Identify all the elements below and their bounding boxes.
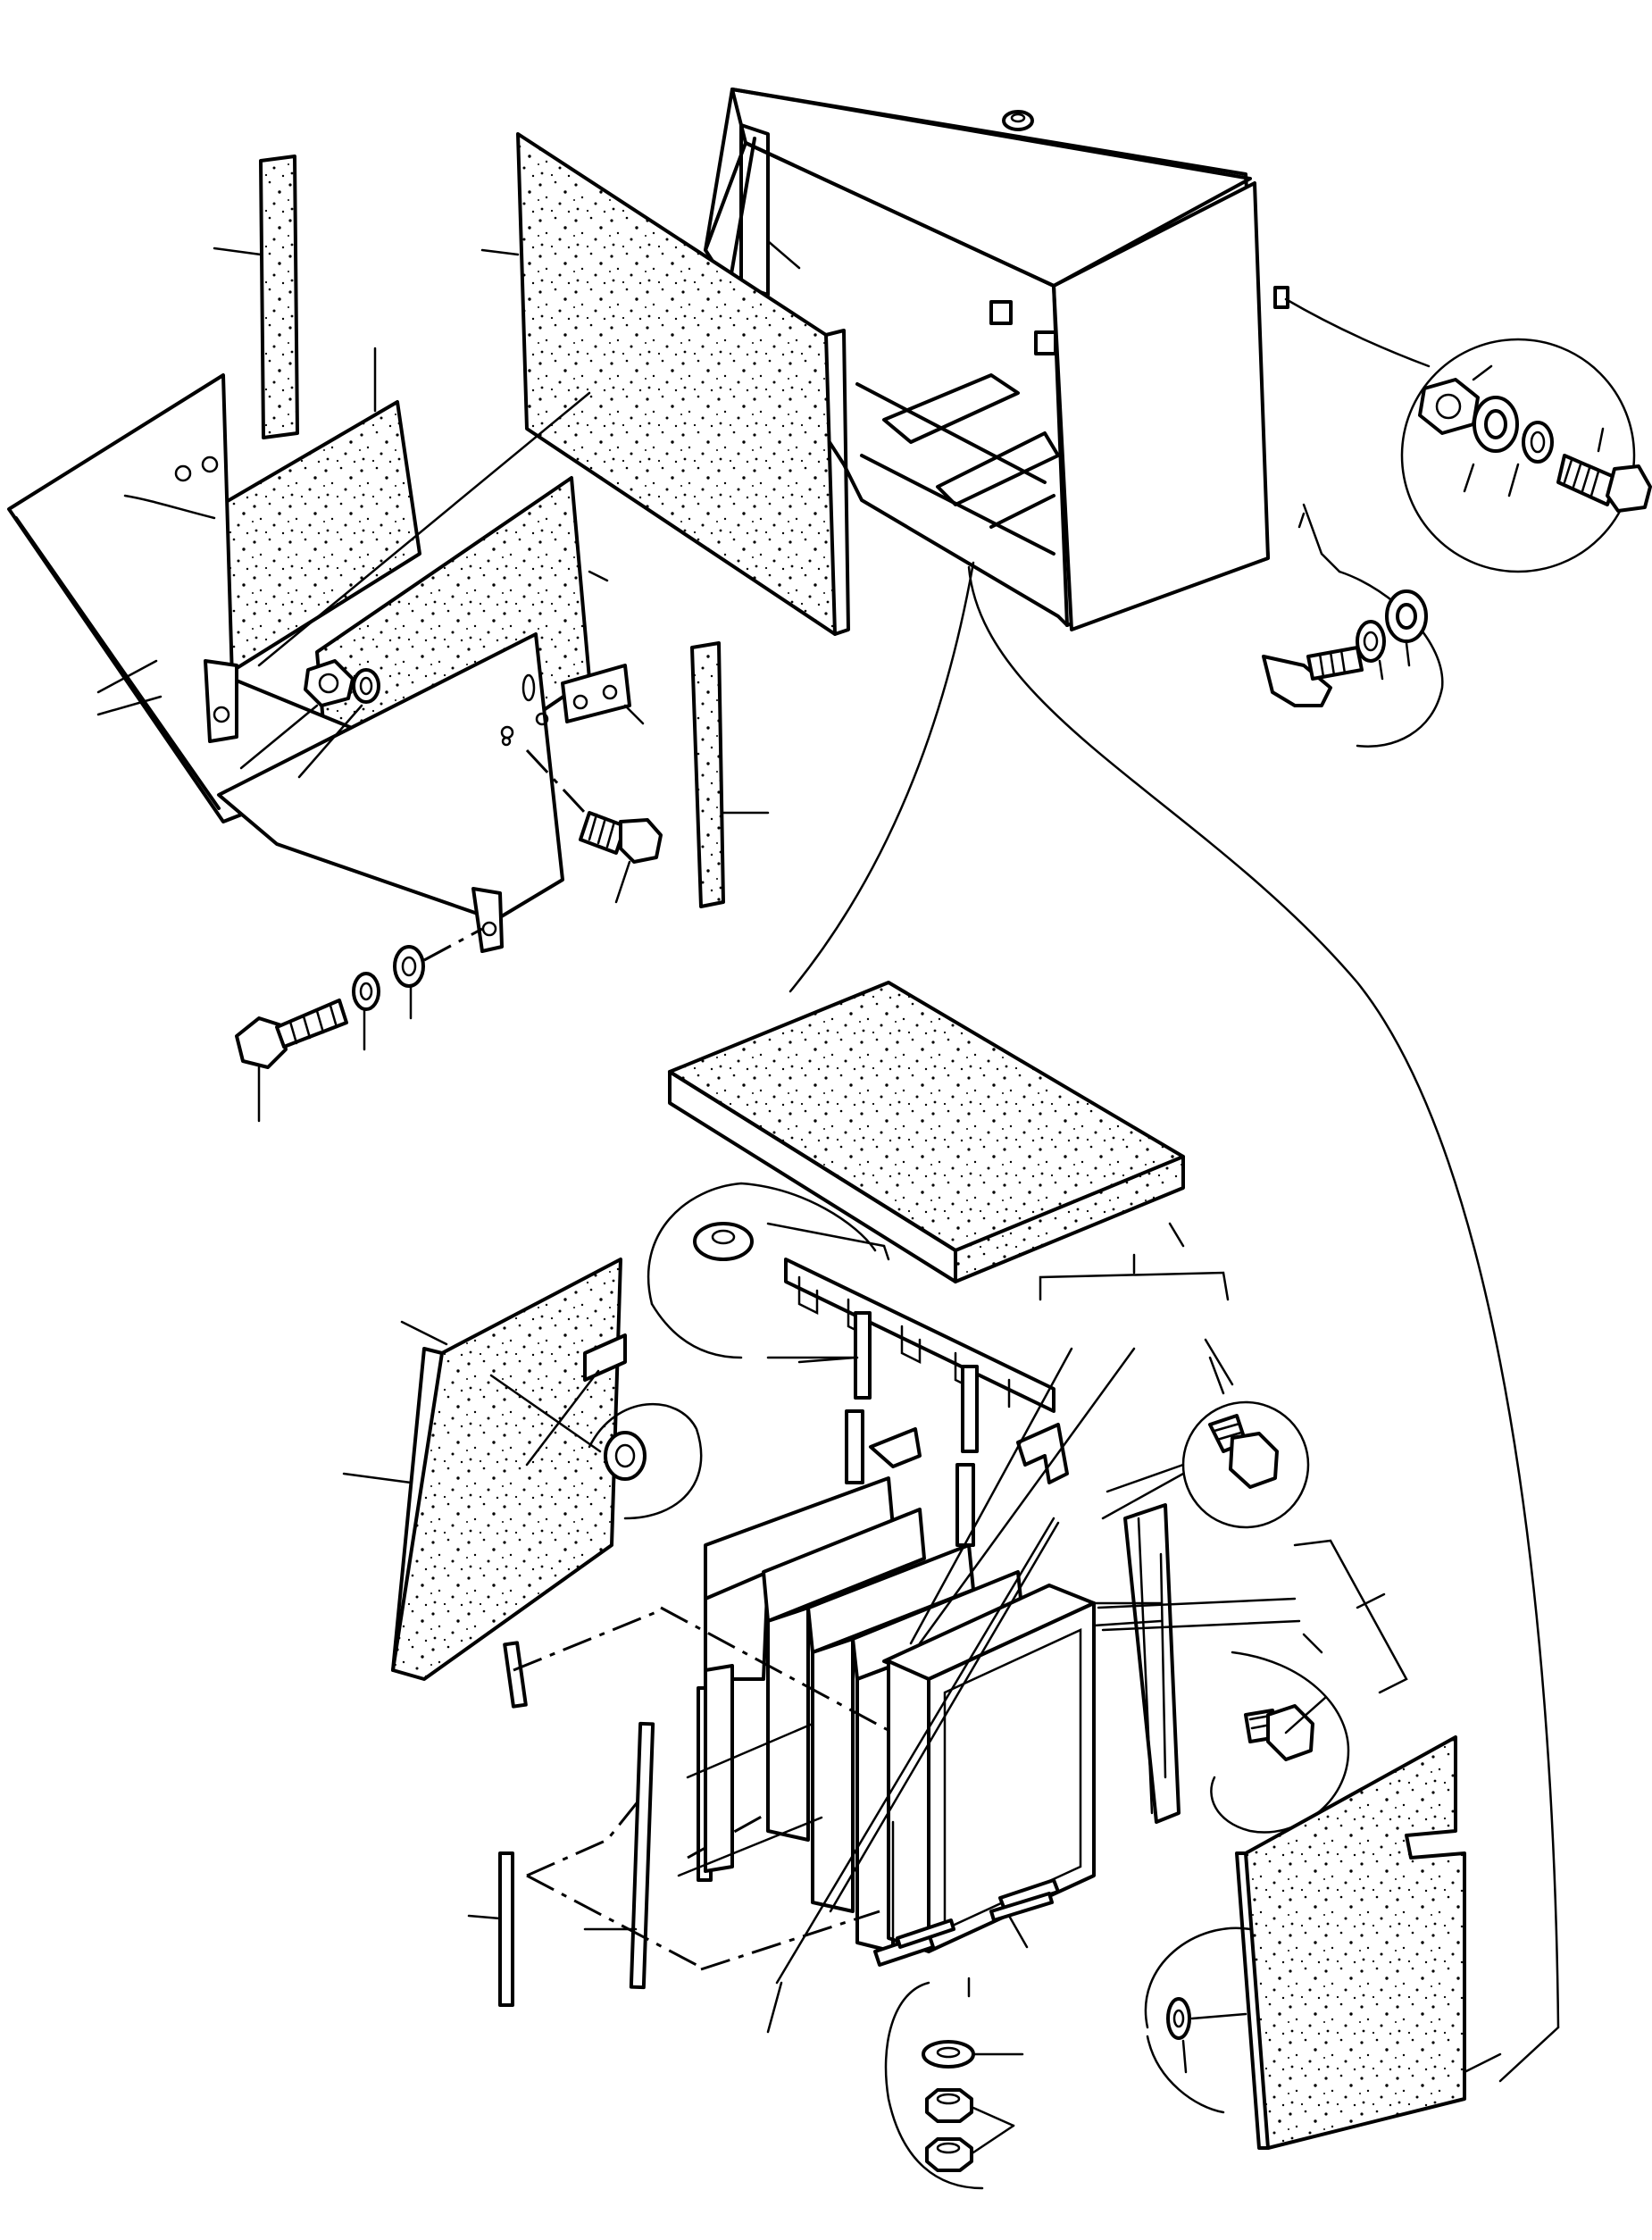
nut-washer-set <box>96 659 380 779</box>
nut-icon <box>925 2137 973 2172</box>
bolt-set <box>235 927 483 1123</box>
side-insulation-pad <box>1235 1735 1502 2150</box>
detail-callout <box>647 1182 890 1359</box>
cover-plate <box>7 373 408 823</box>
battery-case <box>704 88 1289 631</box>
center-line <box>526 1794 645 1877</box>
leader-line <box>766 1981 783 2034</box>
detail-callout <box>489 1374 703 1520</box>
clamp-bar <box>784 1258 1055 1547</box>
leader-line <box>967 565 1560 2029</box>
leader-line <box>918 1347 1136 1645</box>
nut-icon <box>1418 378 1480 435</box>
side-insulation-pad <box>342 1258 627 1681</box>
detail-callout <box>884 1977 1024 2190</box>
bolt <box>525 748 663 904</box>
center-line <box>700 1910 880 1971</box>
top-insulation-pad <box>668 981 1185 1283</box>
leader-line <box>909 1347 1073 1645</box>
bracket <box>561 664 645 725</box>
leader-line <box>788 561 975 993</box>
insulation-pad-large <box>480 132 850 636</box>
washer-icon <box>1473 396 1519 453</box>
rail <box>677 1664 823 1877</box>
leader-line <box>257 391 591 667</box>
spacer-strip <box>467 1641 713 2007</box>
detail-callout <box>1210 1633 1350 1834</box>
angle-bracket <box>869 1423 1069 1484</box>
detail-callout <box>1101 1356 1310 1529</box>
insulation-strip <box>690 641 770 908</box>
cover-plate <box>217 632 564 953</box>
case-fastener-set-right <box>1284 297 1652 573</box>
leader-line <box>829 1521 1060 1913</box>
center-line <box>526 1874 697 1967</box>
washer-icon <box>922 2040 975 2069</box>
battery-cells <box>704 1476 1096 1953</box>
clamp-plate <box>1092 1503 1301 1824</box>
leader-line <box>1498 2026 1560 2083</box>
leader-line <box>525 1369 600 1467</box>
spring-washer-icon <box>1522 421 1554 464</box>
washer-icon <box>1385 589 1428 643</box>
center-line <box>687 1811 769 1860</box>
base-bracket <box>873 1878 1060 1967</box>
insulation-strip <box>213 155 299 439</box>
bolt-icon <box>1262 646 1364 707</box>
spring-washer-icon <box>1356 620 1386 663</box>
leader-line <box>775 1517 1055 1985</box>
nut-icon <box>925 2088 973 2123</box>
center-line <box>660 1606 894 1734</box>
center-line <box>513 1610 657 1672</box>
case-fastener-set-lower <box>1262 503 1444 748</box>
detail-callout <box>1144 1927 1252 2114</box>
bolt-icon <box>1556 454 1652 513</box>
bracket-frame <box>1293 1539 1408 1694</box>
bracket-frame <box>1039 1253 1234 1386</box>
